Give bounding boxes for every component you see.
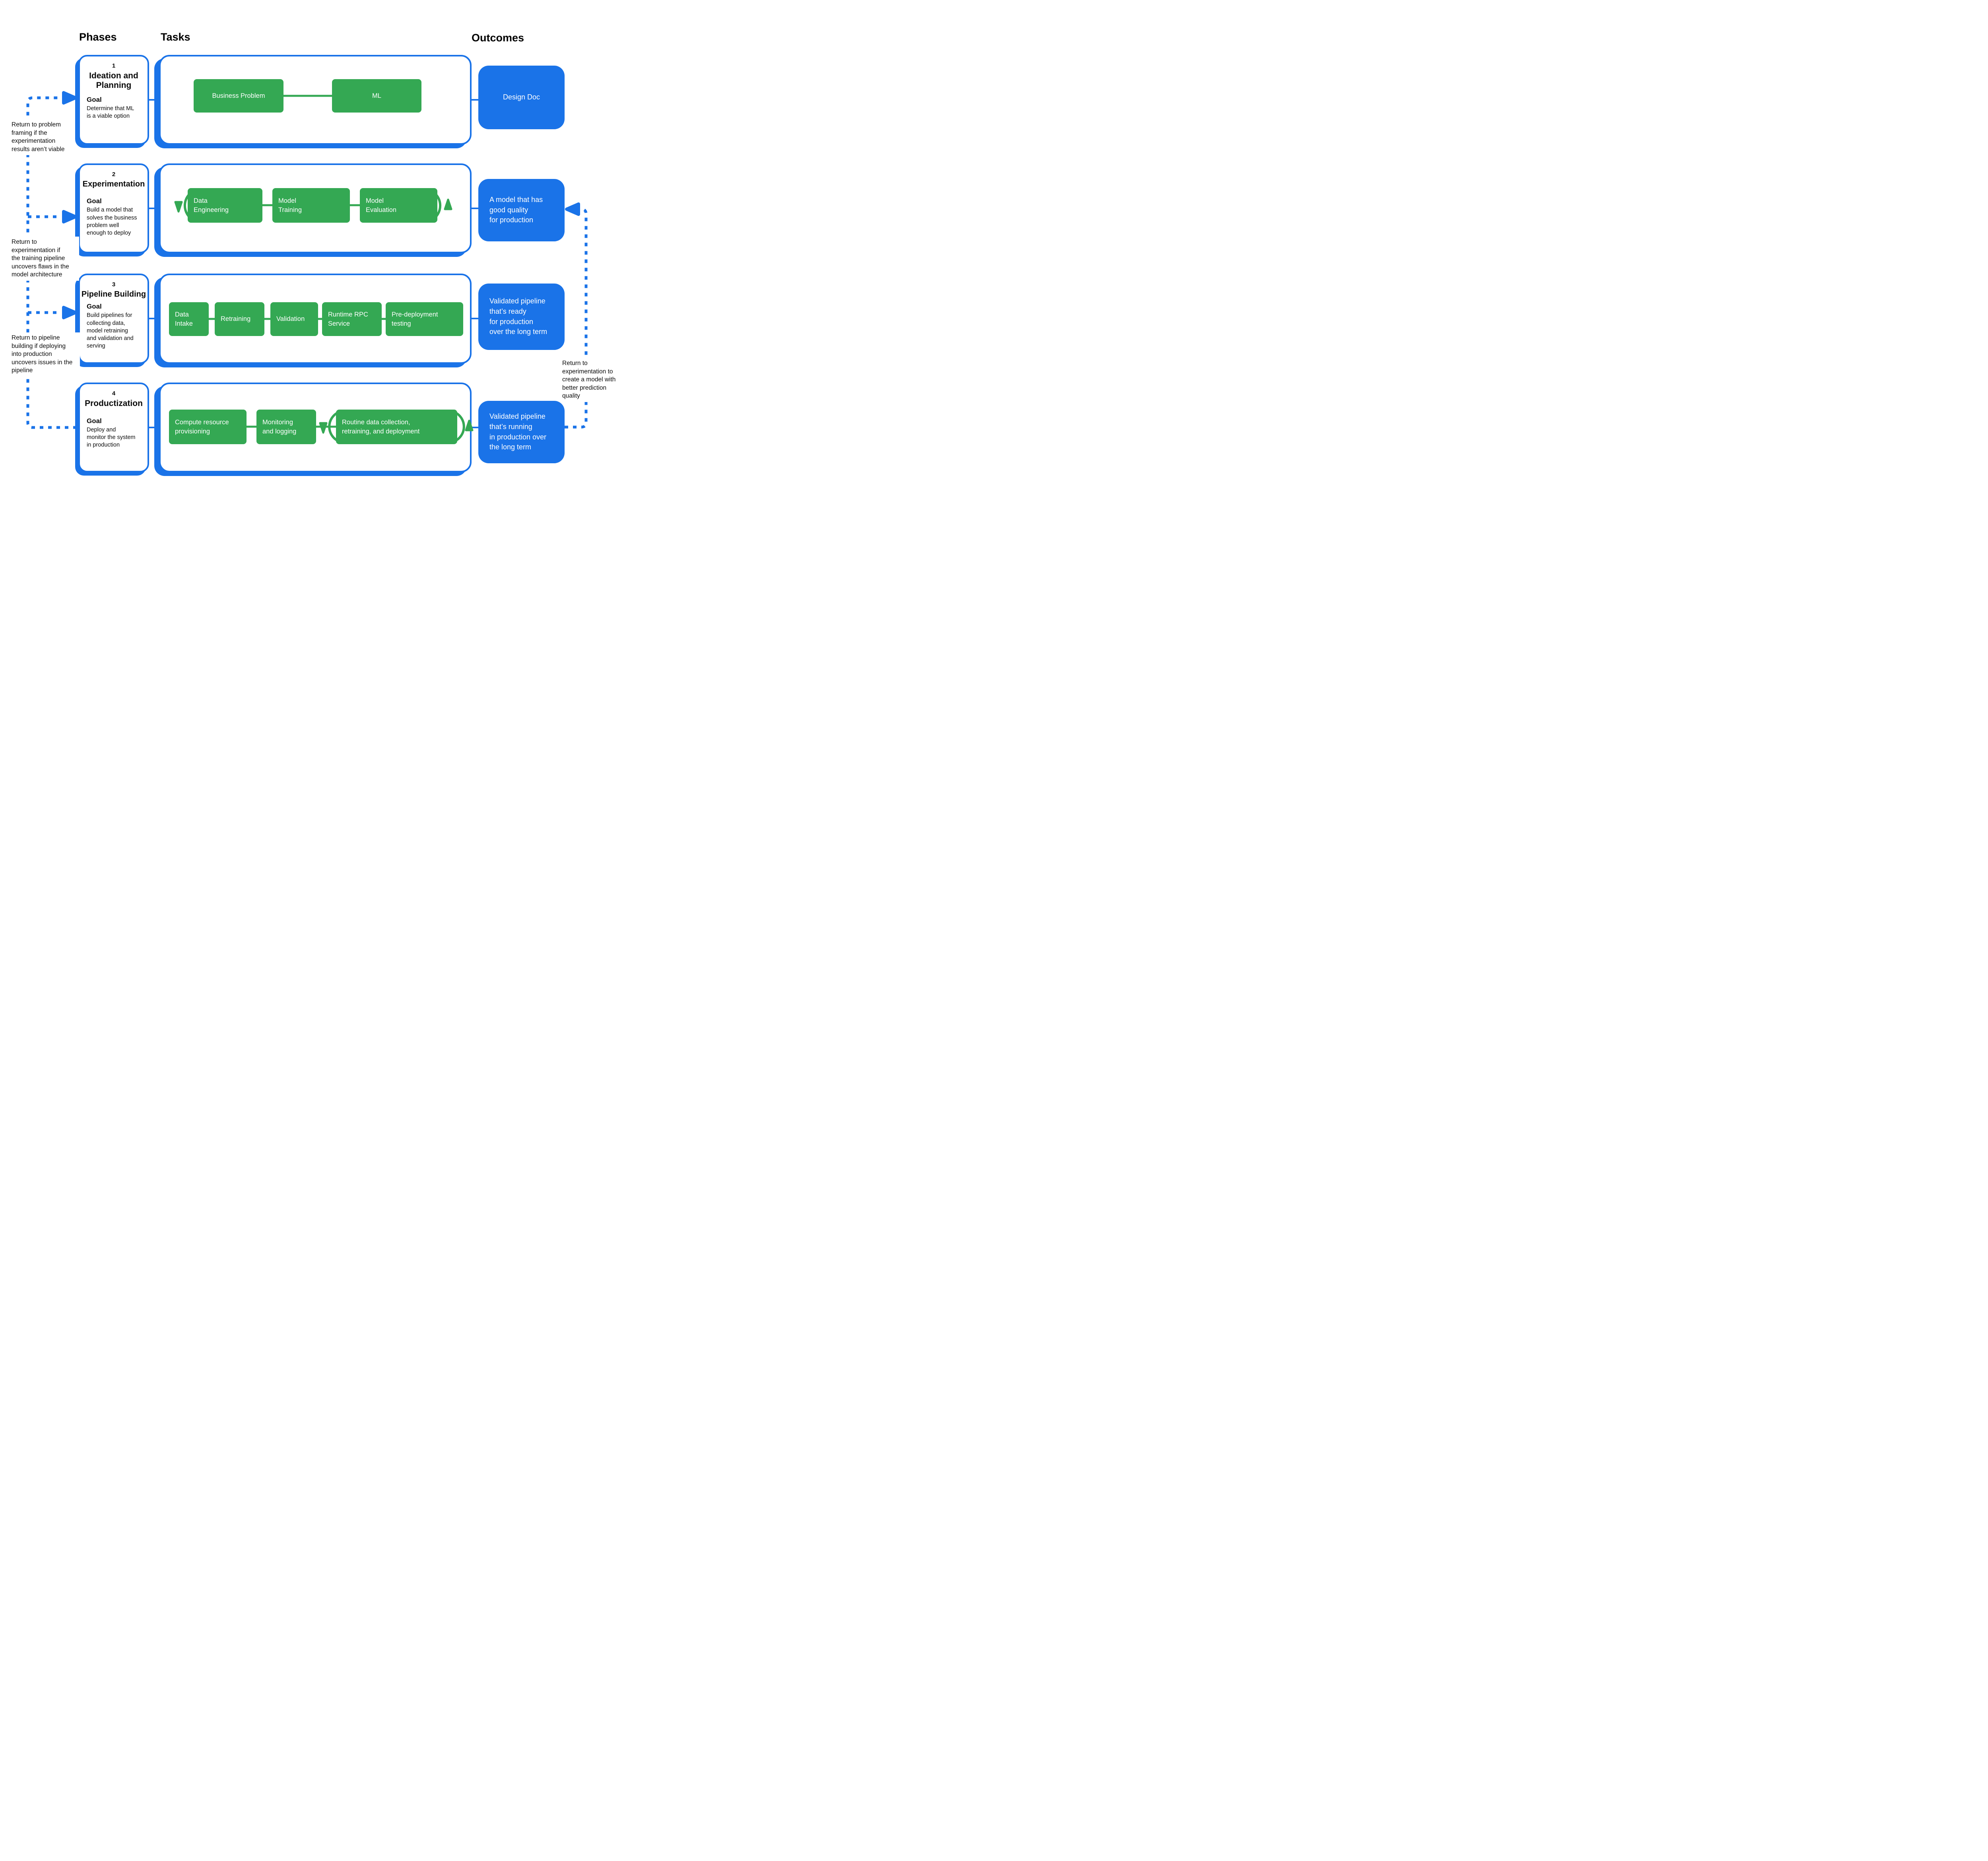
goal-label: Goal: [87, 96, 102, 104]
phase-title: Experimentation: [82, 180, 145, 188]
task-box-model-training: Model Training: [272, 188, 350, 223]
phase-number: 3: [112, 281, 116, 288]
phases-column-header: Phases: [79, 31, 117, 43]
goal-label: Goal: [87, 417, 102, 425]
phase-title: Productization: [85, 399, 143, 408]
task-box-pre-deployment-testing: Pre-deployment testing: [386, 302, 463, 336]
annotation-return-to-pipeline-building: Return to pipeline building if deploying…: [11, 332, 80, 377]
annotation-return-to-experimentation-quality: Return to experimentation to create a mo…: [561, 358, 623, 402]
outcomes-column-header: Outcomes: [472, 32, 524, 44]
outcome-box-model-good-quality: A model that has good quality for produc…: [478, 179, 565, 241]
phase-number: 4: [112, 390, 116, 397]
arrowhead-to-phase-3-icon: [62, 306, 77, 319]
arrowhead-to-outcome-2-icon: [565, 202, 580, 216]
task-box-retraining: Retraining: [215, 302, 264, 336]
task-box-data-intake: Data Intake: [169, 302, 209, 336]
mlops-phases-diagram: Phases Tasks Outcomes 1 Ideation and Pla…: [0, 0, 623, 514]
phase-goal-block: Goal Deploy and monitor the system in pr…: [80, 417, 148, 449]
task-box-routine-data-collection-retraining-deployment: Routine data collection, retraining, and…: [336, 410, 457, 444]
goal-text: Deploy and monitor the system in product…: [87, 426, 136, 448]
goal-text: Build pipelines for collecting data, mod…: [87, 312, 134, 349]
phase-goal-block: Goal Build pipelines for collecting data…: [80, 303, 148, 350]
phase-card-ideation-planning: 1 Ideation and Planning Goal Determine t…: [78, 55, 149, 145]
task-box-monitoring-and-logging: Monitoring and logging: [256, 410, 316, 444]
goal-label: Goal: [87, 303, 102, 311]
phase-card-productization: 4 Productization Goal Deploy and monitor…: [78, 383, 149, 472]
phase-goal-block: Goal Determine that ML is a viable optio…: [80, 96, 148, 120]
task-box-data-engineering: Data Engineering: [188, 188, 262, 223]
outcome-box-validated-pipeline-running: Validated pipeline that’s running in pro…: [478, 401, 565, 463]
phase-card-pipeline-building: 3 Pipeline Building Goal Build pipelines…: [78, 274, 149, 364]
arrowhead-to-phase-1-icon: [62, 91, 77, 105]
task-box-compute-resource-provisioning: Compute resource provisioning: [169, 410, 247, 444]
task-box-business-problem: Business Problem: [194, 79, 283, 113]
arrowhead-to-phase-2-icon: [62, 210, 77, 223]
phase-goal-block: Goal Build a model that solves the busin…: [80, 197, 148, 237]
task-box-runtime-rpc-service: Runtime RPC Service: [322, 302, 382, 336]
phase-number: 1: [112, 62, 116, 69]
phase-number: 2: [112, 171, 116, 178]
outcome-box-design-doc: Design Doc: [478, 66, 565, 129]
goal-text: Determine that ML is a viable option: [87, 105, 134, 120]
task-box-ml: ML: [332, 79, 421, 113]
annotation-return-to-experimentation: Return to experimentation if the trainin…: [11, 237, 79, 281]
goal-text: Build a model that solves the business p…: [87, 207, 137, 236]
task-box-validation: Validation: [270, 302, 318, 336]
task-box-model-evaluation: Model Evaluation: [360, 188, 437, 223]
annotation-return-to-problem-framing: Return to problem framing if the experim…: [11, 119, 73, 155]
goal-label: Goal: [87, 197, 102, 205]
phase-card-experimentation: 2 Experimentation Goal Build a model tha…: [78, 163, 149, 253]
phase-title: Ideation and Planning: [89, 71, 138, 90]
tasks-column-header: Tasks: [161, 31, 190, 43]
phase-title: Pipeline Building: [81, 290, 146, 299]
outcome-box-validated-pipeline-ready: Validated pipeline that’s ready for prod…: [478, 284, 565, 350]
